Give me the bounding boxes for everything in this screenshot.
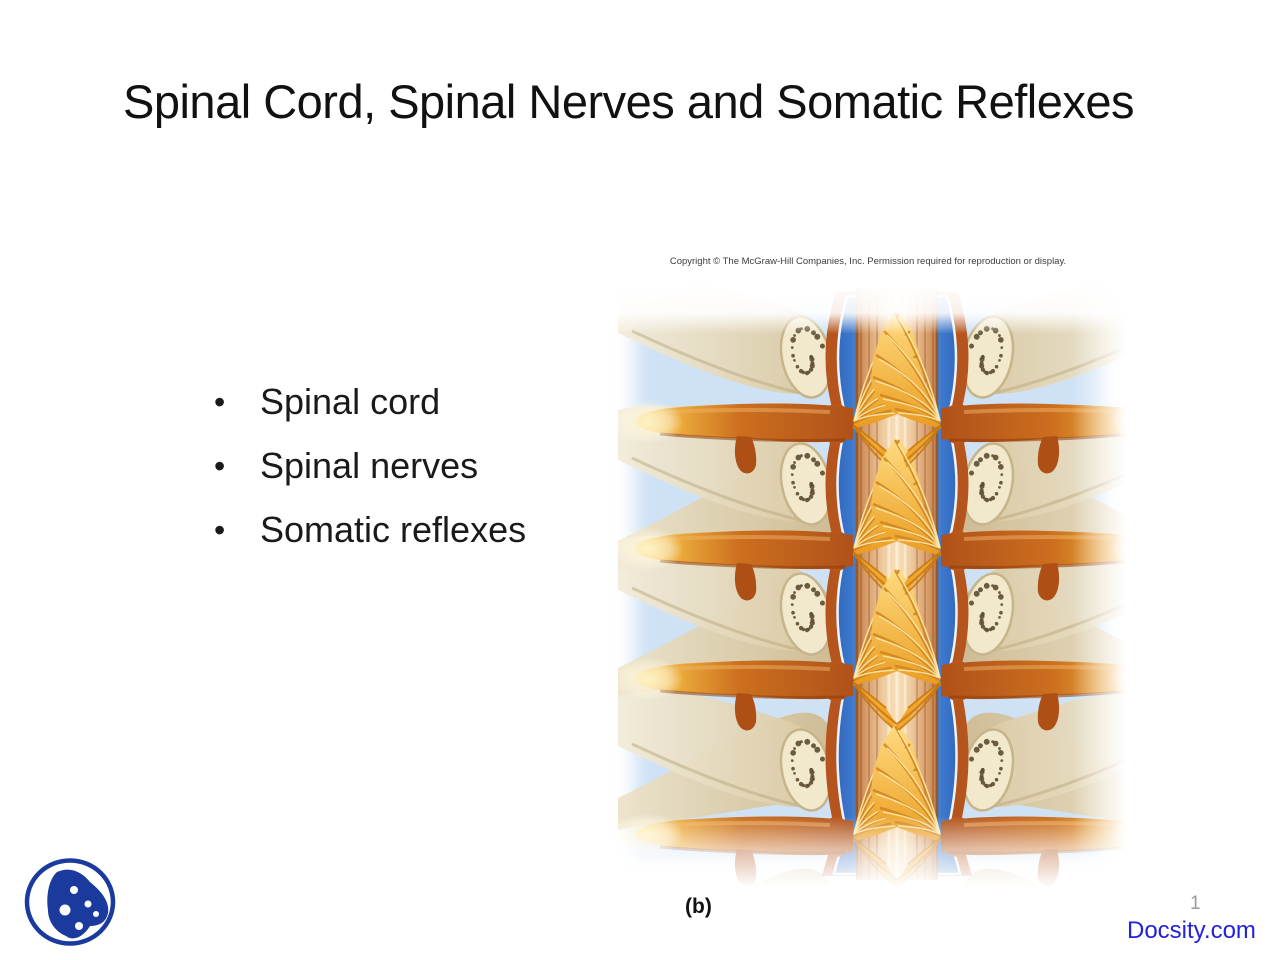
- bullet-item: Spinal cord: [212, 370, 526, 434]
- bullet-list: Spinal cord Spinal nerves Somatic reflex…: [212, 370, 526, 562]
- bullet-item: Somatic reflexes: [212, 498, 526, 562]
- figure-panel-label: (b): [685, 895, 712, 918]
- bullet-text: Spinal nerves: [260, 445, 479, 486]
- page-number: 1: [1190, 893, 1201, 914]
- spinal-cord-illustration: [610, 282, 1125, 922]
- spinal-cord-figure: Copyright © The McGraw-Hill Companies, I…: [550, 246, 1186, 946]
- slide-title: Spinal Cord, Spinal Nerves and Somatic R…: [123, 75, 1135, 128]
- bullet-text: Spinal cord: [260, 381, 441, 422]
- figure-copyright: Copyright © The McGraw-Hill Companies, I…: [669, 256, 1067, 267]
- bullet-item: Spinal nerves: [212, 434, 526, 498]
- bullet-text: Somatic reflexes: [260, 509, 527, 550]
- docsity-link[interactable]: Docsity.com: [1127, 917, 1256, 944]
- logo-blob: [47, 869, 109, 939]
- docsity-logo: [24, 858, 116, 946]
